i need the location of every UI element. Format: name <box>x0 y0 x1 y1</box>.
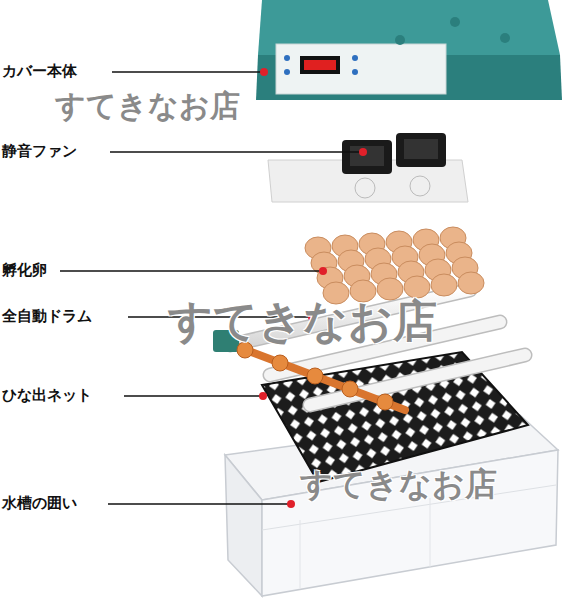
fan-plate <box>268 133 468 202</box>
part-label: 全自動ドラム <box>2 307 92 326</box>
watermark: すてきなお店 <box>168 292 437 351</box>
part-label: 孵化卵 <box>2 261 47 280</box>
leader-lines <box>60 72 360 504</box>
cover-body <box>256 0 562 100</box>
part-label: ひな出ネット <box>2 386 92 405</box>
leader-dots <box>259 68 367 508</box>
egg <box>431 274 457 296</box>
eggs <box>305 227 484 304</box>
egg <box>404 276 430 298</box>
watermark: すてきなお店 <box>55 86 240 127</box>
part-label: カバー本体 <box>2 62 77 81</box>
part-label: 静音ファン <box>2 142 77 161</box>
egg <box>458 272 484 294</box>
watermark: すてきなお店 <box>300 463 497 507</box>
part-label: 水槽の囲い <box>2 494 77 513</box>
